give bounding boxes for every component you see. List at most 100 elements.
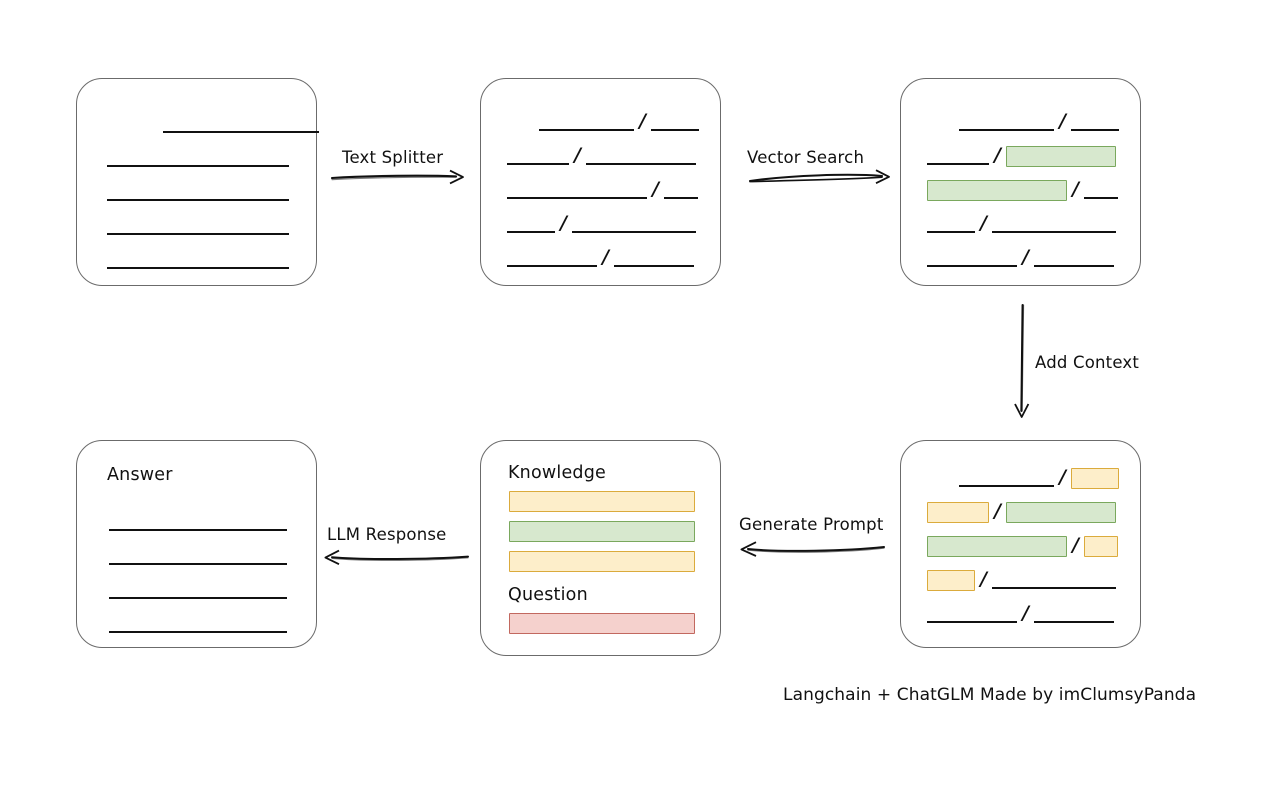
box-answer[interactable]: Answer: [76, 440, 317, 648]
text-row: /: [927, 179, 1118, 201]
text-line-segment: [991, 231, 1116, 233]
text-line-segment: [991, 587, 1116, 589]
chunk-separator-slash: /: [994, 144, 1001, 166]
chunk-separator-slash: /: [1022, 246, 1029, 268]
text-line-segment: [571, 231, 696, 233]
text-row: /: [507, 145, 696, 167]
highlight-chunk-green: [927, 535, 1067, 557]
text-line-segment: [507, 231, 555, 233]
text-row: [109, 579, 287, 601]
text-line-segment: [109, 529, 287, 531]
box-prompt[interactable]: Knowledge Question: [480, 440, 721, 656]
text-row: /: [507, 213, 696, 235]
text-line-segment: [1070, 129, 1119, 131]
row-indent-spacer: [507, 122, 539, 123]
text-line-segment: [507, 163, 569, 165]
text-line-segment: [927, 231, 975, 233]
vector-matches-rows: / / / / /: [901, 79, 1140, 285]
text-row: [109, 613, 287, 635]
text-line-segment: [107, 199, 289, 201]
answer-heading: Answer: [107, 465, 173, 485]
chunk-separator-slash: /: [1059, 110, 1066, 132]
text-row: /: [927, 569, 1116, 591]
text-row: [107, 181, 289, 203]
chunk-separator-slash: /: [652, 178, 659, 200]
highlight-chunk-green: [1005, 145, 1116, 167]
text-line-segment: [109, 631, 287, 633]
source-document-rows: [77, 79, 319, 285]
text-row: /: [507, 247, 694, 269]
text-line-segment: [109, 563, 287, 565]
text-line-segment: [507, 265, 597, 267]
prompt-heading-knowledge: Knowledge: [508, 463, 606, 483]
text-row: /: [927, 247, 1114, 269]
chunk-separator-slash: /: [1059, 466, 1066, 488]
arrow-text-splitter: [330, 166, 470, 188]
answer-rows: [77, 441, 316, 647]
prompt-knowledge-bars: [481, 441, 720, 655]
text-row: [109, 511, 287, 533]
text-row: [109, 545, 287, 567]
box-source-document[interactable]: [76, 78, 319, 286]
text-row: [107, 249, 289, 271]
row-indent-spacer: [927, 122, 959, 123]
text-line-segment: [107, 165, 289, 167]
text-row: /: [927, 535, 1118, 557]
arrow-label-add-context: Add Context: [1035, 353, 1140, 372]
text-line-segment: [107, 233, 289, 235]
text-line-segment: [109, 597, 287, 599]
arrow-generate-prompt: [734, 536, 886, 560]
prompt-bar-yellow: [509, 491, 695, 512]
text-line-segment: [959, 485, 1054, 487]
prompt-bar-red: [509, 613, 695, 634]
text-row: /: [927, 467, 1119, 489]
highlight-chunk-green: [1005, 501, 1116, 523]
text-row: /: [927, 213, 1116, 235]
arrow-llm-response: [318, 544, 470, 568]
text-row: /: [927, 145, 1116, 167]
text-line-segment: [585, 163, 696, 165]
text-row: /: [927, 501, 1116, 523]
chunk-separator-slash: /: [1022, 602, 1029, 624]
chunk-separator-slash: /: [560, 212, 567, 234]
text-row: /: [507, 179, 698, 201]
text-line-segment: [927, 265, 1017, 267]
highlight-chunk-yellow: [927, 569, 975, 591]
text-line-segment: [1033, 265, 1114, 267]
arrow-label-generate-prompt: Generate Prompt: [739, 515, 884, 534]
chunk-separator-slash: /: [639, 110, 646, 132]
chunk-separator-slash: /: [980, 568, 987, 590]
chunk-separator-slash: /: [980, 212, 987, 234]
text-line-segment: [613, 265, 694, 267]
row-indent-spacer: [927, 478, 959, 479]
text-line-segment: [927, 163, 989, 165]
box-vector-matches[interactable]: / / / / /: [900, 78, 1141, 286]
row-indent-spacer: [107, 124, 163, 125]
chunk-separator-slash: /: [994, 500, 1001, 522]
chunk-separator-slash: /: [574, 144, 581, 166]
text-line-segment: [507, 197, 647, 199]
text-line-segment: [650, 129, 699, 131]
text-row: /: [507, 111, 699, 133]
prompt-bar-green: [509, 521, 695, 542]
text-row: /: [927, 111, 1119, 133]
box-context-added[interactable]: / / / / /: [900, 440, 1141, 648]
text-line-segment: [1033, 621, 1114, 623]
chunk-separator-slash: /: [602, 246, 609, 268]
text-line-segment: [1083, 197, 1118, 199]
arrow-vector-search: [748, 166, 896, 190]
text-row: [107, 215, 289, 237]
text-line-segment: [927, 621, 1017, 623]
box-split-chunks[interactable]: / / / / /: [480, 78, 721, 286]
highlight-chunk-yellow: [1070, 467, 1119, 489]
split-chunks-rows: / / / / /: [481, 79, 720, 285]
highlight-chunk-green: [927, 179, 1067, 201]
context-added-rows: / / / / /: [901, 441, 1140, 647]
prompt-heading-question: Question: [508, 585, 588, 605]
highlight-chunk-yellow: [927, 501, 989, 523]
arrow-label-vector-search: Vector Search: [747, 148, 865, 167]
arrow-add-context: [1010, 303, 1036, 419]
text-row: [107, 147, 289, 169]
arrow-label-text-splitter: Text Splitter: [342, 148, 444, 167]
